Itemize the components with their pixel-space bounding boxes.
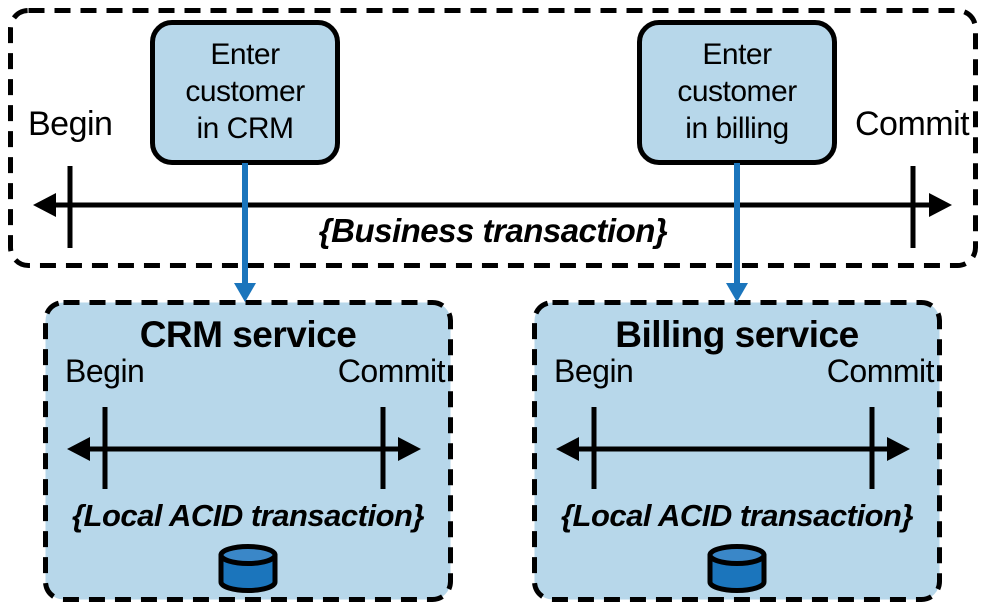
billing-task-to-service-arrow (726, 163, 748, 302)
local-transaction-timeline (67, 407, 421, 489)
database-icon (707, 544, 767, 593)
down-arrowhead-icon (726, 283, 748, 302)
task-line: Enter (210, 38, 280, 71)
crm-service-box: CRM service Begin Commit {Local ACID tra… (43, 300, 453, 602)
task-line: Enter (702, 38, 772, 71)
business-transaction-caption: {Business transaction} (318, 212, 668, 249)
business-begin-label: Begin (28, 105, 113, 143)
service-title: CRM service (139, 314, 357, 355)
service-begin-label: Begin (554, 353, 634, 389)
task-enter-customer-in-crm: Enter customer in CRM (150, 20, 340, 165)
right-arrowhead-icon (887, 437, 910, 461)
task-line: in CRM (196, 112, 294, 145)
right-arrowhead-icon (929, 193, 952, 217)
business-transaction-container: Begin Commit {Business transaction} Ente… (8, 8, 978, 268)
service-begin-label: Begin (65, 353, 145, 389)
task-enter-customer-in-billing: Enter customer in billing (637, 20, 837, 165)
crm-task-to-service-arrow (234, 163, 256, 302)
billing-service-box: Billing service Begin Commit {Local ACID… (532, 300, 942, 602)
left-arrowhead-icon (33, 193, 56, 217)
local-acid-caption: {Local ACID transaction} (71, 498, 425, 533)
left-arrowhead-icon (556, 437, 579, 461)
task-line: in billing (685, 112, 789, 145)
business-commit-label: Commit (855, 105, 970, 143)
local-acid-caption: {Local ACID transaction} (560, 498, 914, 533)
business-transaction-timeline (33, 166, 952, 248)
task-line: customer (185, 75, 305, 108)
service-title: Billing service (615, 314, 859, 355)
service-commit-label: Commit (826, 353, 935, 389)
service-commit-label: Commit (337, 353, 446, 389)
database-icon (218, 544, 278, 593)
left-arrowhead-icon (67, 437, 90, 461)
right-arrowhead-icon (398, 437, 421, 461)
task-line: customer (677, 75, 797, 108)
local-transaction-timeline (556, 407, 910, 489)
down-arrowhead-icon (234, 283, 256, 302)
